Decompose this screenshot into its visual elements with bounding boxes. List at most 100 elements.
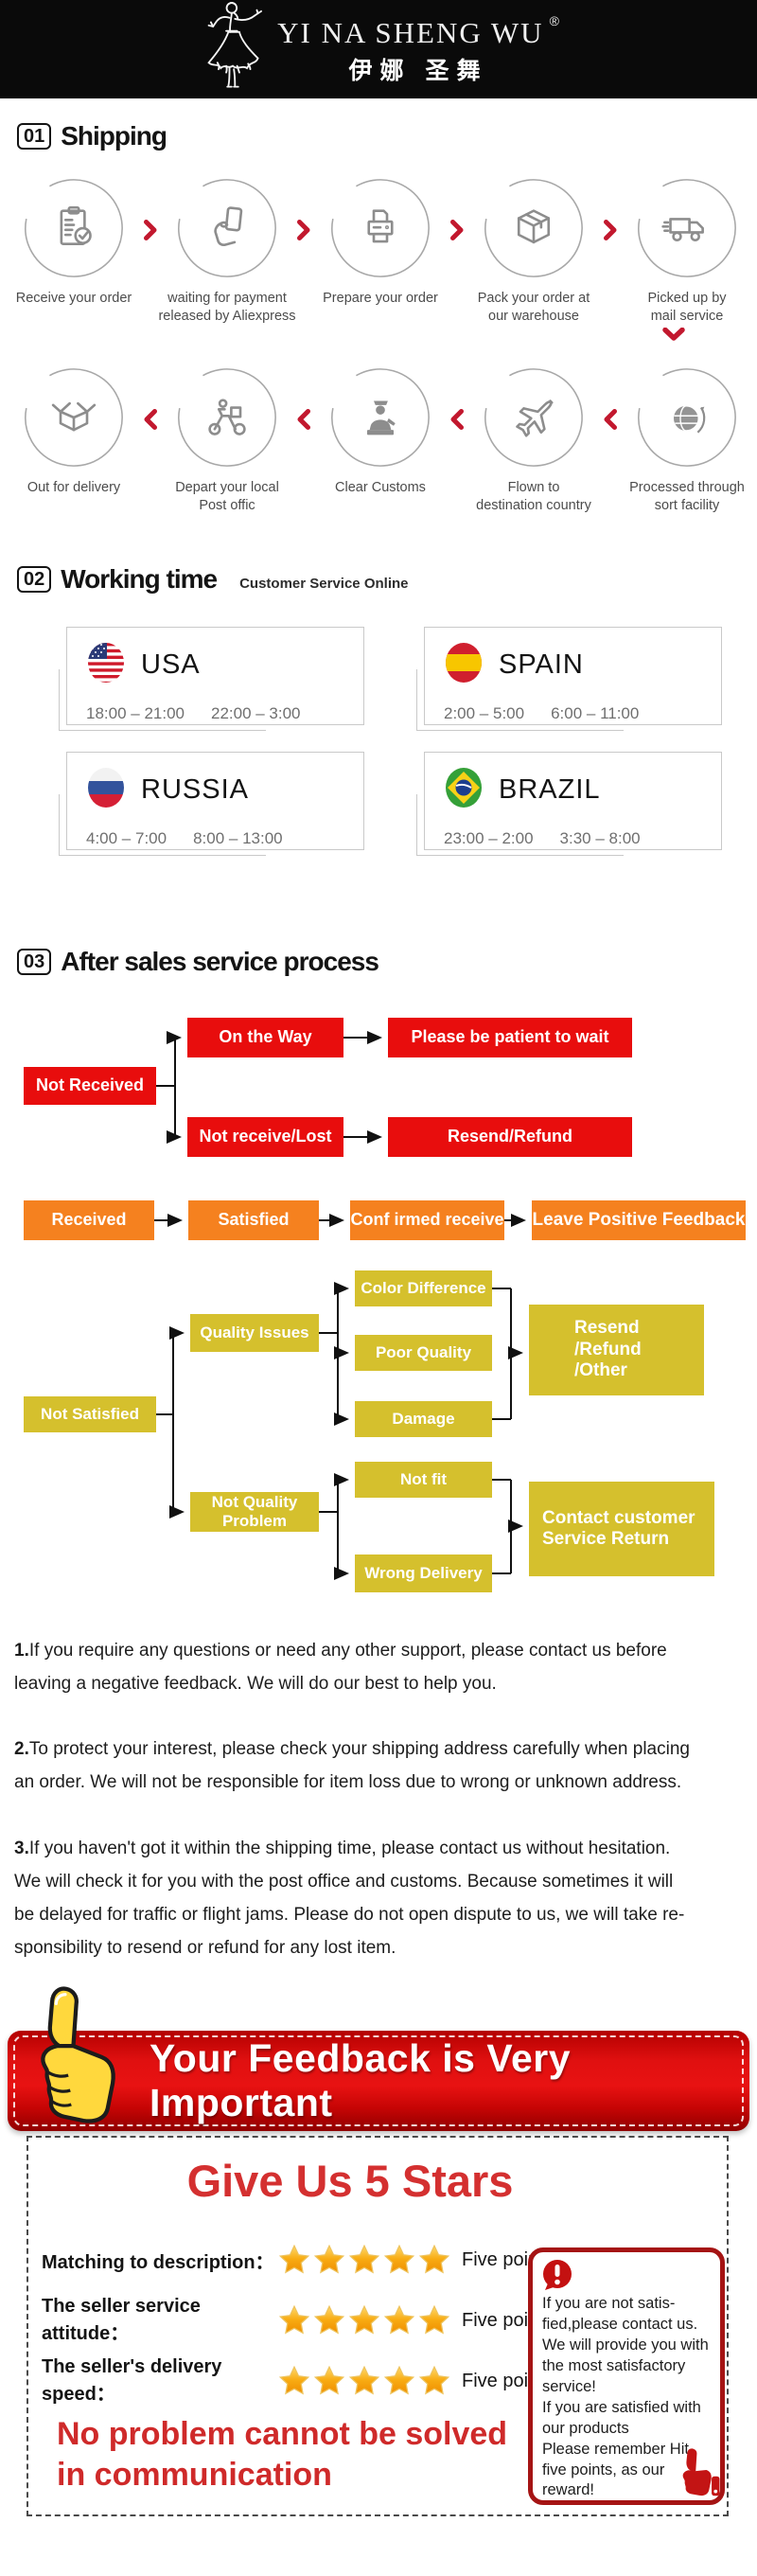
star-icon bbox=[278, 2304, 310, 2335]
country-box-spain: SPAIN 2:00 – 5:00 6:00 – 11:00 bbox=[416, 627, 722, 731]
star-icon bbox=[383, 2244, 415, 2274]
country-name: USA bbox=[141, 649, 201, 680]
thumbs-up-icon bbox=[21, 1981, 142, 2157]
five-stars-title: Give Us 5 Stars bbox=[186, 2156, 514, 2206]
communication-slogan: No problem cannot be solved in communica… bbox=[57, 2416, 508, 2493]
customs-officer-icon bbox=[354, 391, 407, 449]
section-number-badge: 02 bbox=[17, 566, 52, 593]
brand-name-chinese: 伊娜 圣舞 bbox=[348, 57, 488, 84]
star-icon bbox=[278, 2244, 310, 2274]
country-name: SPAIN bbox=[499, 649, 584, 680]
note-3: 3.If you haven't got it within the shipp… bbox=[14, 1838, 685, 1958]
shipping-step: Flown to destination country bbox=[464, 362, 604, 515]
service-hours: 8:00 – 13:00 bbox=[193, 829, 283, 847]
chevron-right-icon bbox=[450, 220, 464, 245]
brand-header: YI NA SHENG WU® 伊娜 圣舞 bbox=[0, 0, 757, 98]
rating-row-description: Matching to description： Five points bbox=[42, 2240, 554, 2280]
star-icon bbox=[418, 2304, 450, 2335]
star-icon bbox=[313, 2304, 345, 2335]
star-icon bbox=[348, 2365, 380, 2395]
shipping-steps-row-2: Out for delivery Depart your local Post … bbox=[0, 362, 757, 515]
section-number-badge: 03 bbox=[17, 949, 52, 975]
rating-row-delivery: The seller's delivery speed： Five points bbox=[42, 2356, 554, 2405]
chevron-right-icon bbox=[297, 220, 310, 245]
flow-box-color-difference: Color Difference bbox=[355, 1270, 492, 1306]
shipping-step: Prepare your order bbox=[310, 172, 450, 308]
flow-box-confirmed-receive: Conf irmed receive bbox=[350, 1200, 504, 1240]
chevron-right-icon bbox=[604, 220, 617, 245]
red-thumbs-up-icon bbox=[673, 2446, 726, 2504]
shipping-step: Receive your order bbox=[4, 172, 144, 308]
flow-box-on-the-way: On the Way bbox=[187, 1018, 343, 1057]
shipping-steps-row-1: Receive your order waiting for payment r… bbox=[0, 172, 757, 326]
flow-box-be-patient: Please be patient to wait bbox=[388, 1018, 632, 1057]
flow-box-not-fit: Not fit bbox=[355, 1462, 492, 1498]
star-icon bbox=[418, 2365, 450, 2395]
five-stars-section: Give Us 5 Stars Matching to description：… bbox=[26, 2136, 729, 2516]
flow-box-resend-refund-other: Resend /Refund /Other bbox=[529, 1305, 704, 1395]
shipping-step: Pack your order at our warehouse bbox=[464, 172, 604, 326]
service-hours: 6:00 – 11:00 bbox=[551, 704, 640, 722]
brand-name: YI NA SHENG WU® bbox=[277, 12, 559, 49]
flow-box-contact-customer: Contact customer Service Return bbox=[529, 1482, 714, 1576]
rating-rows: Matching to description： Five points The… bbox=[42, 2240, 554, 2422]
service-hours: 18:00 – 21:00 bbox=[86, 704, 185, 722]
section-after-sales-title: 03 After sales service process bbox=[17, 947, 379, 977]
registered-mark: ® bbox=[549, 12, 559, 28]
flow-box-satisfied: Satisfied bbox=[188, 1200, 319, 1240]
printer-icon bbox=[354, 202, 407, 259]
five-star-rating bbox=[278, 2244, 450, 2276]
after-sales-flowchart: Not Received On the Way Please be patien… bbox=[0, 1004, 757, 1619]
brazil-flag-icon bbox=[444, 766, 484, 814]
star-icon bbox=[348, 2244, 380, 2274]
globe-icon bbox=[660, 391, 713, 449]
flow-box-damage: Damage bbox=[355, 1401, 492, 1437]
five-star-rating bbox=[278, 2365, 450, 2397]
flow-connectors bbox=[154, 1031, 526, 1580]
banner-dashed-outline bbox=[13, 2035, 744, 2126]
flow-box-resend-refund: Resend/Refund bbox=[388, 1117, 632, 1157]
chevron-left-icon bbox=[297, 409, 310, 435]
service-notes: 1.If you require any questions or need a… bbox=[14, 1634, 750, 1997]
section-number-badge: 01 bbox=[17, 123, 52, 150]
chevron-left-icon bbox=[144, 409, 157, 435]
flow-box-received: Received bbox=[24, 1200, 154, 1240]
chevron-left-icon bbox=[604, 409, 617, 435]
chevron-down-icon bbox=[662, 327, 685, 347]
feedback-banner: Your Feedback is Very Important bbox=[8, 1986, 749, 2131]
star-icon bbox=[313, 2365, 345, 2395]
note-2: 2.To protect your interest, please check… bbox=[14, 1739, 690, 1793]
service-hours: 3:30 – 8:00 bbox=[559, 829, 641, 847]
chevron-right-icon bbox=[144, 220, 157, 245]
flow-box-leave-feedback: Leave Positive Feedback bbox=[532, 1200, 746, 1240]
country-name: BRAZIL bbox=[499, 774, 601, 805]
service-hours: 22:00 – 3:00 bbox=[210, 704, 301, 722]
country-box-russia: RUSSIA 4:00 – 7:00 8:00 – 13:00 bbox=[59, 752, 364, 856]
section-working-time-title: 02 Working time Customer Service Online bbox=[17, 564, 409, 595]
five-star-rating bbox=[278, 2304, 450, 2336]
star-icon bbox=[348, 2304, 380, 2335]
working-time-grid: USA 18:00 – 21:00 22:00 – 3:00 SPAIN 2:0… bbox=[59, 627, 722, 856]
delivery-scooter-icon bbox=[201, 391, 254, 449]
russia-flag-icon bbox=[86, 766, 126, 814]
flow-box-not-satisfied: Not Satisfied bbox=[24, 1396, 156, 1432]
country-box-usa: USA 18:00 – 21:00 22:00 – 3:00 bbox=[59, 627, 364, 731]
rating-label: The seller's delivery speed： bbox=[42, 2356, 222, 2405]
package-box-icon bbox=[507, 202, 560, 259]
star-icon bbox=[278, 2365, 310, 2395]
flow-box-not-receive-lost: Not receive/Lost bbox=[187, 1117, 343, 1157]
country-box-brazil: BRAZIL 23:00 – 2:00 3:30 – 8:00 bbox=[416, 752, 722, 856]
rating-label: Matching to description： bbox=[42, 2251, 274, 2273]
service-hours: 23:00 – 2:00 bbox=[444, 829, 534, 847]
country-name: RUSSIA bbox=[141, 774, 249, 805]
banner-text: Your Feedback is Very Important bbox=[150, 2036, 572, 2124]
usa-flag-icon bbox=[86, 641, 126, 689]
service-hours: 2:00 – 5:00 bbox=[444, 704, 525, 722]
payment-hand-card-icon bbox=[201, 202, 254, 259]
shipping-step: Picked up by mail service bbox=[617, 172, 757, 326]
shipping-step: Depart your local Post offic bbox=[157, 362, 297, 515]
section-shipping-title: 01 Shipping bbox=[17, 121, 167, 151]
flow-box-not-quality-problem: Not Quality Problem bbox=[190, 1492, 319, 1532]
satisfaction-tip-box: If you are not satis- fied,please contac… bbox=[528, 2247, 725, 2505]
rating-label: The seller service attitude： bbox=[42, 2296, 201, 2344]
